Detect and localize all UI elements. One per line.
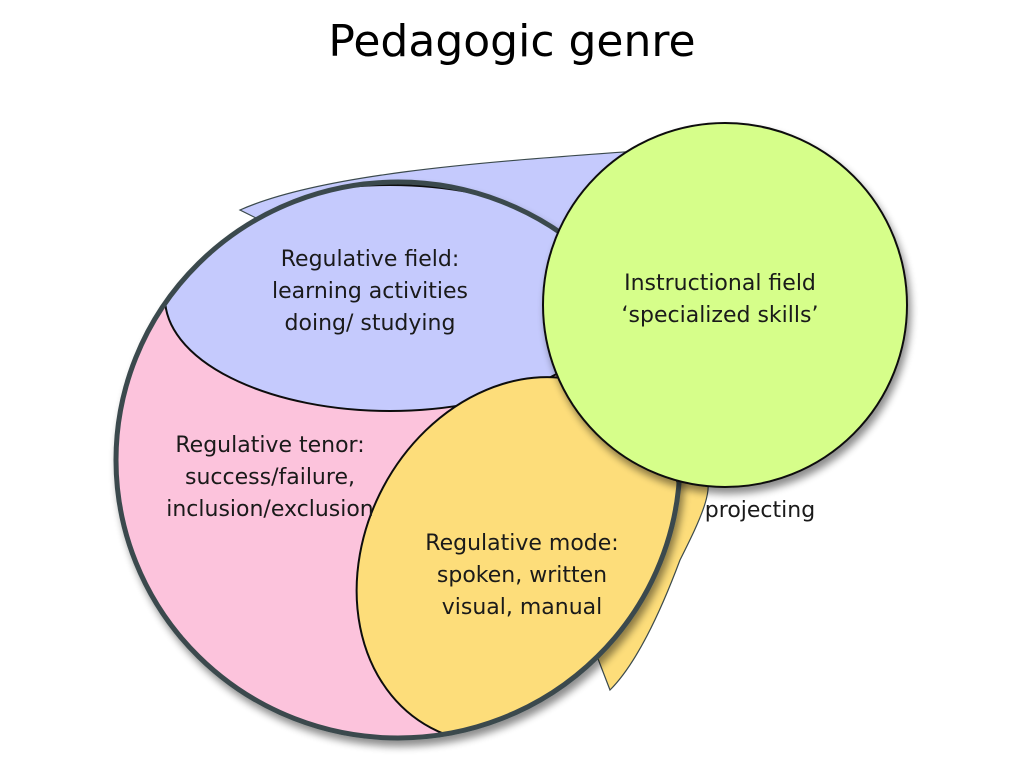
instructional-field-circle <box>542 122 908 488</box>
projecting-label: projecting <box>704 498 816 523</box>
slide-title: Pedagogic genre <box>328 16 696 67</box>
regulative-circle <box>113 179 683 741</box>
regulative-mode-label: Regulative mode: spoken, written visual,… <box>425 531 619 620</box>
instructional-field-label: Instructional field ‘specialized skills’ <box>621 271 819 328</box>
regulative-tenor-label: Regulative tenor: success/failure, inclu… <box>166 433 374 522</box>
regulative-field-label: Regulative field: learning activities do… <box>272 247 468 336</box>
